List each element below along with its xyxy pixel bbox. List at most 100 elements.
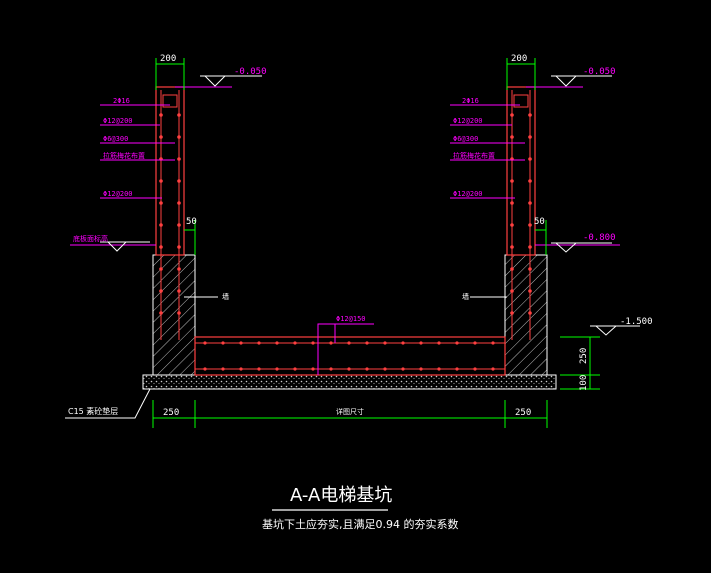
left-pad — [152, 254, 196, 376]
wall-rebar-dot — [528, 113, 532, 117]
slab-rebar-dot — [311, 367, 315, 371]
wall-rebar-dot — [528, 157, 532, 161]
slab-rebar-dots — [203, 341, 495, 371]
slab-rebar-dot — [365, 367, 369, 371]
wall-rebar-dot — [177, 113, 181, 117]
rebar-left-5: Φ12@200 — [103, 190, 133, 198]
left-top-stirrup — [162, 94, 178, 108]
rebar-right-1: 2Φ16 — [462, 97, 479, 105]
wall-rebar-dot — [159, 223, 163, 227]
right-pad — [504, 254, 548, 376]
drawing-subtitle: 基坑下土应夯实,且满足0.94 的夯实系数 — [262, 517, 458, 531]
slab-rebar-dot — [239, 341, 243, 345]
wall-rebar-dot — [159, 179, 163, 183]
slab-rebar-dot — [329, 367, 333, 371]
drawing-title: A-A电梯基坑 — [290, 485, 392, 506]
elevation-mid-left: 底板面标高 — [70, 234, 156, 252]
dim-cushion-thk: 100 — [579, 375, 589, 391]
slab-rebar-dot — [473, 341, 477, 345]
wall-rebar-dot — [528, 289, 532, 293]
dim-offset-left: 50 — [184, 217, 197, 255]
elevation-top-right: -0.050 — [526, 67, 616, 88]
wall-tag-left: 墙 — [222, 292, 229, 301]
rebar-left-1: 2Φ16 — [113, 97, 130, 105]
elev-mid-left-text: 底板面标高 — [73, 234, 108, 243]
slab-rebar-dot — [257, 367, 261, 371]
rebar-left-4: 拉筋梅花布置 — [103, 151, 145, 160]
c15-cushion — [142, 374, 557, 390]
slab-rebar-dot — [383, 341, 387, 345]
dim-pad-right: 250 — [515, 408, 531, 418]
wall-rebar-dot — [510, 267, 514, 271]
wall-rebar-dot — [528, 267, 532, 271]
wall-rebar-dot — [528, 135, 532, 139]
wall-tag-right: 墙 — [462, 292, 469, 301]
wall-rebar-dot — [528, 179, 532, 183]
wall-rebar-dot — [510, 245, 514, 249]
slab-rebar-dot — [437, 341, 441, 345]
rebar-callouts-right — [450, 104, 525, 199]
dim-slab-thk: 250 — [579, 348, 589, 364]
rebar-right-2: Φ12@200 — [453, 117, 483, 125]
wall-rebar-dot — [159, 311, 163, 315]
left-wall — [155, 86, 185, 256]
slab-rebar-dot — [221, 341, 225, 345]
slab-rebar-dot — [455, 367, 459, 371]
wall-rebar-dot — [177, 179, 181, 183]
slab-rebar-dot — [293, 367, 297, 371]
slab-rebar-dot — [401, 367, 405, 371]
wall-rebar-dot — [177, 311, 181, 315]
slab-rebar-dot — [491, 341, 495, 345]
dim-wall-thk-right-text: 200 — [511, 54, 527, 64]
slab-rebar-dot — [365, 341, 369, 345]
slab-rebar-dot — [401, 341, 405, 345]
rebar-left-2: Φ12@200 — [103, 117, 133, 125]
wall-rebar-dot — [528, 311, 532, 315]
dim-pad-left: 250 — [163, 408, 179, 418]
wall-rebar-dot — [177, 201, 181, 205]
wall-rebar-dot — [510, 113, 514, 117]
slab-rebar-dot — [419, 367, 423, 371]
slab-rebar-dot — [347, 341, 351, 345]
dim-wall-thk-left: 200 — [155, 54, 185, 90]
slab-rebar-dot — [473, 367, 477, 371]
slab-rebar-callout — [317, 323, 374, 375]
rebar-right-5: Φ12@200 — [453, 190, 483, 198]
wall-rebar-dot — [177, 245, 181, 249]
elev-top-right-text: -0.050 — [583, 67, 616, 77]
slab-rebar-dot — [221, 367, 225, 371]
slab-rebar-dot — [239, 367, 243, 371]
rebar-right-3: Φ6@300 — [453, 135, 478, 143]
dim-inner-width: 详图尺寸 — [336, 407, 364, 416]
wall-rebar-dot — [510, 223, 514, 227]
elev-pit-bottom-text: -1.500 — [620, 317, 653, 327]
wall-rebar-dot — [159, 113, 163, 117]
slab-rebar-dot — [293, 341, 297, 345]
wall-rebar-dot — [177, 223, 181, 227]
right-top-stirrup — [513, 94, 529, 108]
elevation-mid-right: -0.800 — [535, 233, 620, 253]
slab-rebar-dot — [203, 367, 207, 371]
slab-rebar-dot — [203, 341, 207, 345]
elev-mid-right-text: -0.800 — [583, 233, 616, 243]
right-wall — [506, 86, 536, 256]
slab-rebar-dot — [257, 341, 261, 345]
wall-rebar-dot — [528, 245, 532, 249]
elevation-top-left: -0.050 — [175, 67, 267, 88]
slab-rebar-dot — [347, 367, 351, 371]
wall-rebar-dot — [159, 245, 163, 249]
rebar-left-3: Φ6@300 — [103, 135, 128, 143]
elev-top-left-text: -0.050 — [234, 67, 267, 77]
wall-rebar-dot — [510, 179, 514, 183]
wall-rebar-dot — [528, 223, 532, 227]
slab-rebar-text: Φ12@150 — [336, 315, 366, 323]
wall-rebar-dot — [510, 289, 514, 293]
wall-rebar-dot — [510, 311, 514, 315]
dim-offset-right-text: 50 — [534, 217, 545, 227]
dim-horizontal-bottom — [152, 400, 548, 428]
wall-rebar-dot — [159, 267, 163, 271]
slab-rebar-dot — [419, 341, 423, 345]
dim-offset-left-text: 50 — [186, 217, 197, 227]
